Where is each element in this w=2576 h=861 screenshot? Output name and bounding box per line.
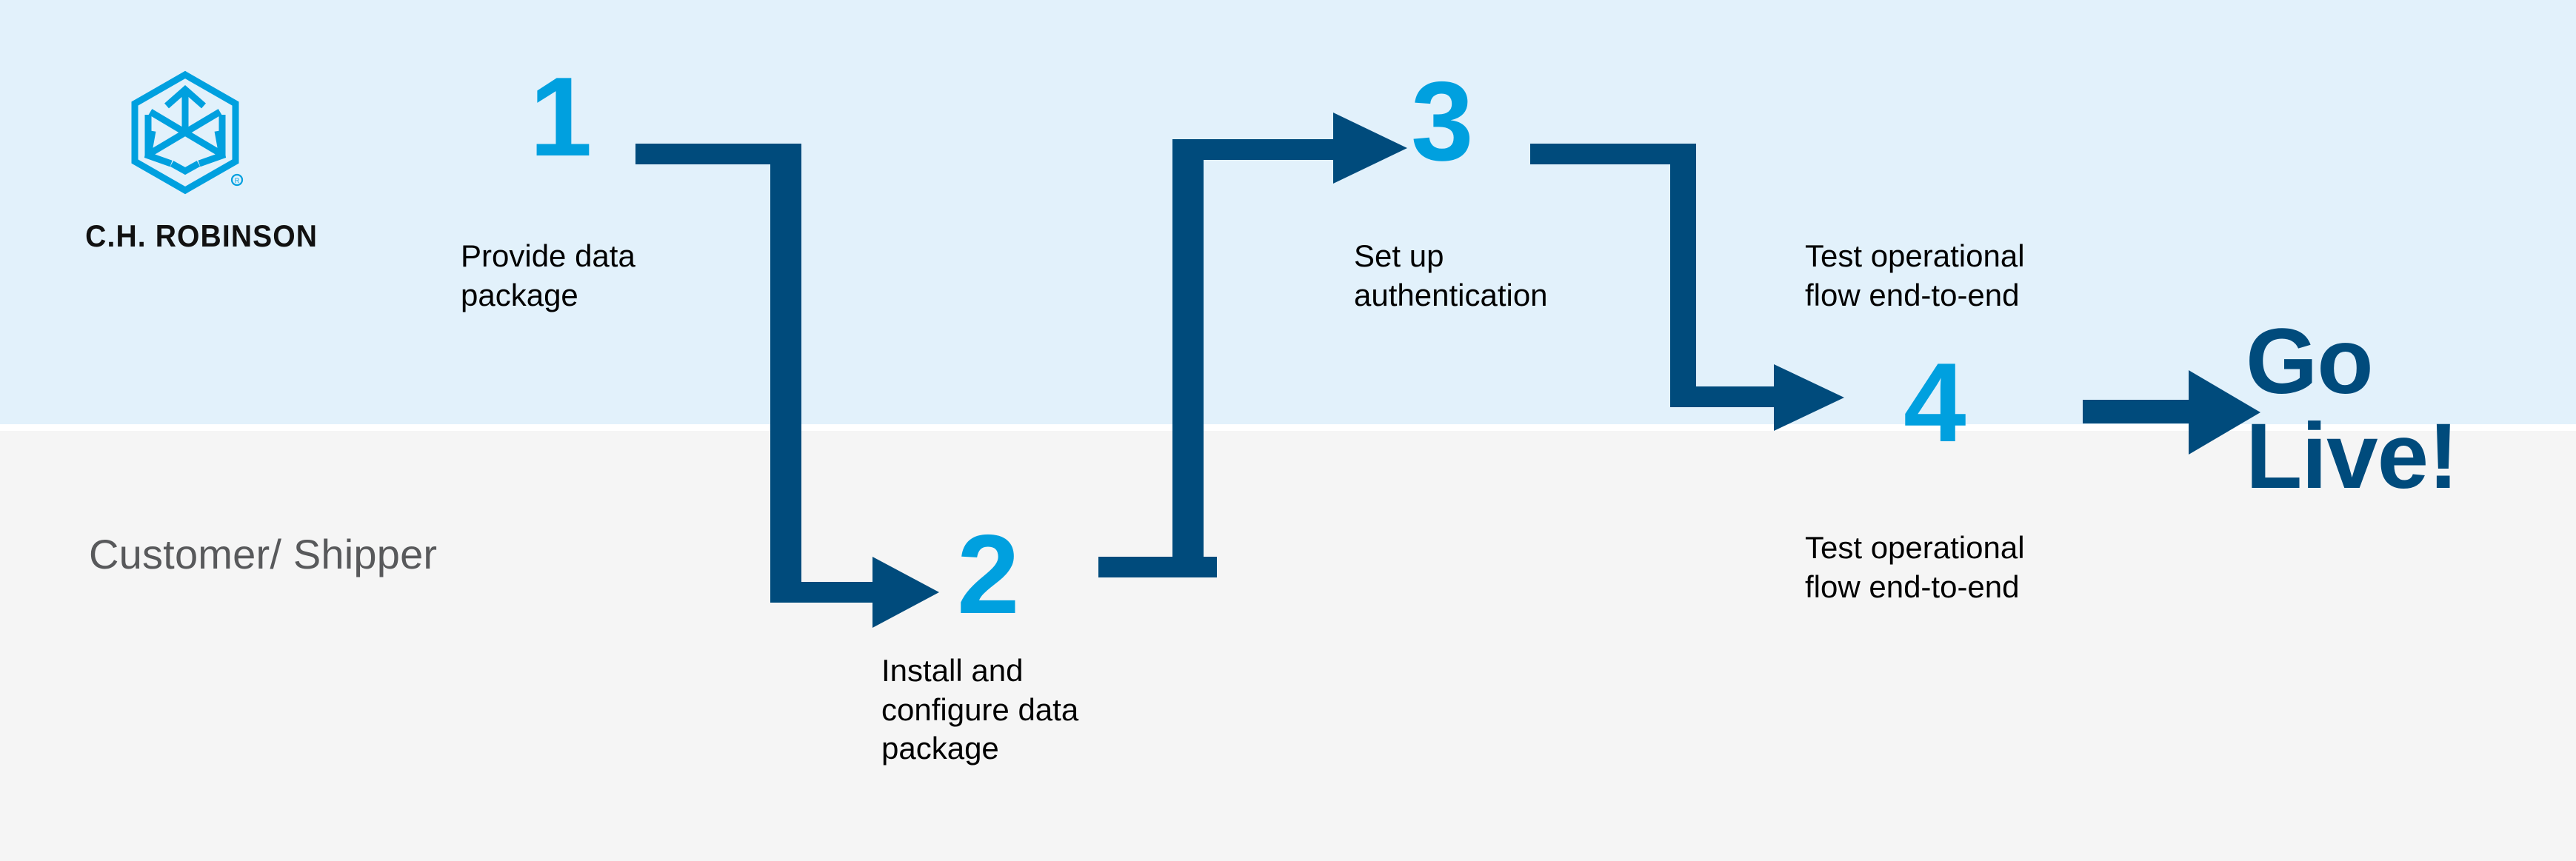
step-number-2: 2 (957, 512, 1020, 637)
svg-text:R: R (235, 177, 240, 184)
outcome-go-live: Go Live! (2246, 310, 2459, 508)
lane-band-chrobinson (0, 0, 2576, 424)
step-caption-1: Provide data package (461, 238, 635, 312)
brand-logo-block: R C.H. ROBINSON (78, 70, 318, 254)
step-caption-test-operational-top: Test operational flow end-to-end (1805, 238, 2025, 312)
lane-band-customer (0, 431, 2576, 861)
step-caption-2: Install and configure data package (881, 653, 1079, 765)
step-number-3: 3 (1411, 58, 1474, 184)
ch-robinson-cube-logo-icon: R (131, 70, 244, 195)
step-number-4: 4 (1903, 340, 1966, 466)
step-caption-4: Test operational flow end-to-end (1805, 530, 2025, 604)
step-number-1: 1 (530, 54, 593, 180)
step-caption-3: Set up authentication (1354, 238, 1548, 312)
lane-label-customer-shipper: Customer/ Shipper (89, 531, 438, 577)
brand-wordmark: C.H. ROBINSON (85, 218, 318, 253)
